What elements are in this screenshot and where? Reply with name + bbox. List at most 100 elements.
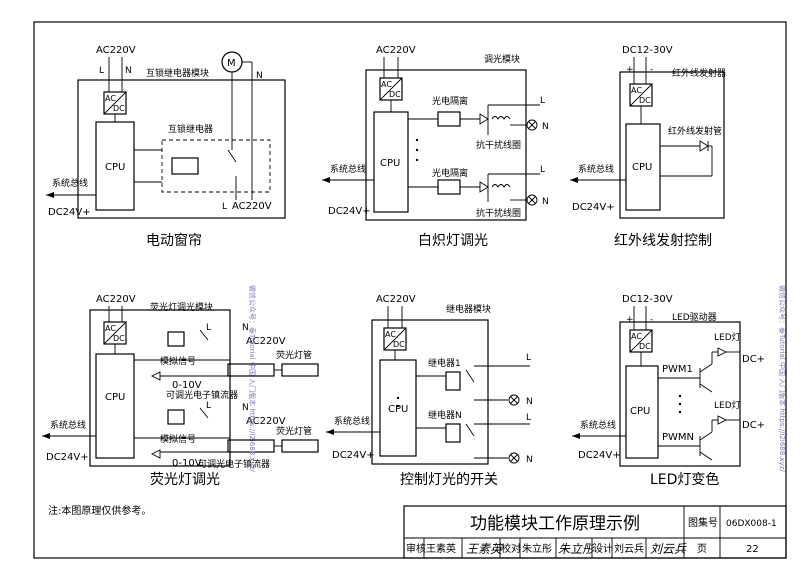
label-panels-fluorescent-analog1: 模拟信号 [160, 355, 196, 367]
label-panels-led-pwm1: PWM1 [662, 364, 693, 375]
label-title_block-check_label: 校对 [501, 542, 521, 555]
label-panels-fluorescent-supply: AC220V [96, 294, 136, 305]
led-icon [717, 347, 728, 357]
label-panels-dimmer-filter1: 抗干扰线圈 [476, 139, 521, 151]
label-panels-fluorescent-l: L [206, 323, 211, 333]
panel-led: DC12-30V + - LED驱动器 AC DC CPU 系统总线 DC24V… [572, 294, 765, 488]
caption-led: LED灯变色 [650, 471, 719, 488]
label-panels-dimmer-cpu: CPU [380, 158, 400, 169]
label-panels-switching-cpu: CPU [388, 404, 408, 415]
label-panels-switching-bus: 系统总线 [334, 415, 370, 427]
label-panels-fluorescent-cpu: CPU [105, 392, 125, 403]
label-panels-switching-dc: DC [393, 340, 405, 349]
label-title_block-page_label: 页 [697, 543, 707, 555]
label-panels-curtain-bus: 系统总线 [52, 177, 88, 189]
label-panels-curtain-n: N [256, 71, 263, 81]
watermark-left: 微信公众号：泰Tutorial 中国 入门版本 https://i2i688.x… [248, 285, 257, 472]
label-panels-curtain-l2: L [222, 202, 227, 212]
label-panels-infrared-ac: AC [631, 86, 642, 95]
label-panels-led-ac: AC [631, 332, 642, 341]
label-panels-dimmer-bus: 系统总线 [330, 163, 366, 175]
label-panels-led-dc: DC [639, 342, 651, 351]
label-panels-curtain-dc24: DC24V+ [48, 207, 91, 218]
label-panels-dimmer-n: N [542, 122, 549, 132]
title-block: 功能模块工作原理示例 图集号 06DX008-1 审核 王素英 王素英 校对 朱… [403, 505, 787, 559]
label-panels-led-dcp1: DC+ [742, 354, 765, 365]
label-panels-fluorescent-range1: 0-10V [172, 380, 202, 391]
cpu-block [373, 111, 409, 213]
label-panels-curtain-motor: M [227, 58, 236, 69]
cpu-block [625, 123, 661, 211]
label-title_block-atlas_label: 图集号 [688, 516, 718, 529]
cpu-block [95, 353, 135, 459]
curtain-supply: AC220V [96, 45, 136, 56]
label-panels-led-cpu: CPU [630, 406, 650, 417]
label-panels-fluorescent-bus: 系统总线 [50, 419, 86, 431]
label-panels-fluorescent-l2: L [206, 401, 211, 411]
relay-coil-icon [445, 371, 461, 391]
label-panels-fluorescent-dc: DC [113, 334, 125, 343]
label-panels-fluorescent-ac220: AC220V [246, 336, 286, 347]
label-panels-infrared-module: 红外线发射器 [672, 67, 726, 79]
label-panels-led-dc24: DC24V+ [578, 450, 621, 461]
label-panels-dimmer-l: L [540, 96, 545, 106]
label-panels-fluorescent-n2: N [242, 403, 249, 413]
panel-fluorescent: AC220V 荧光灯调光模块 AC DC CPU 系统总线 DC24V+ L 模… [42, 294, 319, 488]
curtain-module-label: 互锁继电器模块 [146, 67, 209, 79]
panel-curtain: AC220V L N 互锁继电器模块 AC DC CPU 系统总线 DC24V+… [46, 45, 286, 249]
label-panels-dimmer-module: 调光模块 [484, 53, 520, 65]
label-panels-dimmer-l2: L [540, 165, 545, 175]
caption-curtain: 电动窗帘 [146, 232, 202, 249]
label-title_block-designer: 刘云兵 [614, 542, 644, 555]
atlas-number: 06DX008-1 [726, 519, 777, 529]
panel-incandescent-dimmer: AC220V 调光模块 AC DC CPU 系统总线 DC24V+ 光电隔离 抗… [322, 45, 549, 249]
designer-signature: 刘云兵 [650, 542, 687, 556]
label-title_block-checker: 朱立彤 [522, 542, 552, 555]
caption-switching: 控制灯光的开关 [400, 472, 498, 488]
label-panels-infrared-dc24: DC24V+ [572, 202, 615, 213]
label-panels-fluorescent-lamp1: 荧光灯管 [276, 349, 312, 361]
label-panels-switching-module: 继电器模块 [446, 303, 491, 315]
label-panels-led-plus: + [626, 315, 634, 325]
label-panels-curtain-dc: DC [113, 104, 125, 113]
label-panels-switching-l2: L [526, 413, 531, 423]
cpu-block [625, 365, 659, 459]
relay-coil-icon [171, 157, 199, 175]
label-panels-dimmer-opto1: 光电隔离 [432, 95, 468, 107]
optocoupler-icon [437, 179, 461, 195]
label-panels-infrared-minus: - [650, 65, 653, 75]
label-panels-switching-relay1: 继电器1 [428, 357, 461, 369]
led-icon [717, 415, 728, 425]
label-panels-infrared-bus: 系统总线 [578, 163, 614, 175]
label-panels-switching-supply: AC220V [376, 294, 416, 305]
page-number: 22 [746, 544, 759, 555]
label-panels-led-dcp2: DC+ [742, 420, 765, 431]
label-panels-led-supply: DC12-30V [622, 294, 673, 305]
checker-signature: 朱立彤 [558, 542, 596, 556]
caption-infrared: 红外线发射控制 [614, 233, 712, 249]
cpu-block [379, 359, 417, 457]
label-panels-fluorescent-analog2: 模拟信号 [160, 433, 196, 445]
label-panels-curtain-n: N [125, 66, 132, 76]
label-panels-dimmer-supply: AC220V [376, 45, 416, 56]
label-title_block-review_label: 审核 [406, 542, 426, 555]
label-panels-fluorescent-ballast2: 可调光电子镇流器 [198, 458, 270, 470]
label-panels-switching-relayn: 继电器N [428, 409, 462, 421]
note-text: 注:本图原理仅供参考。 [48, 504, 151, 517]
label-panels-fluorescent-ac220b: AC220V [246, 416, 286, 427]
label-panels-infrared-dc: DC [639, 96, 651, 105]
label-panels-infrared-plus: + [626, 65, 634, 75]
label-panels-fluorescent-module: 荧光灯调光模块 [150, 301, 213, 313]
label-panels-led-minus: - [650, 315, 653, 325]
label-panels-led-pwmn: PWMN [662, 432, 694, 443]
optocoupler-icon [437, 111, 461, 127]
label-panels-curtain-cpu: CPU [105, 162, 125, 173]
label-title_block-reviewer: 王素英 [426, 542, 456, 555]
label-panels-led-bus: 系统总线 [580, 419, 616, 431]
reviewer-signature: 王素英 [466, 542, 504, 556]
label-panels-switching-ac: AC [385, 330, 396, 339]
label-panels-dimmer-dc: DC [389, 90, 401, 99]
label-panels-switching-dc24: DC24V+ [332, 450, 375, 461]
label-panels-switching-l: L [526, 353, 531, 363]
